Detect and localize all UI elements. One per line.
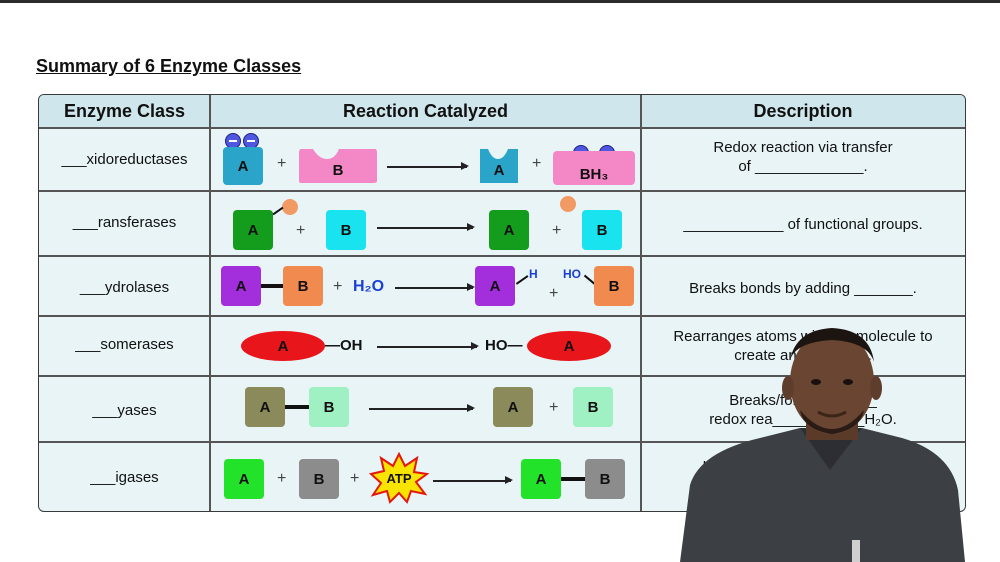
molecule-b-notched [299,149,377,183]
plus-sign: + [350,470,360,487]
molecule-b: B [326,210,366,250]
molecule-a-oval: A [527,331,611,361]
desc-transferases: ____________ of functional groups. [683,216,923,233]
hydroxyl-label: HO [563,267,581,281]
reaction-arrow [395,284,475,290]
molecule-a: A [245,387,285,427]
molecule-a-notched [480,149,518,183]
top-border [0,0,1000,3]
class-lyases: ___yases [92,402,157,419]
class-isomerases: ___somerases [75,336,174,353]
desc-oxidoreductases-1: Redox reaction via transfer [713,139,893,156]
divider [39,190,965,192]
atp-label: ATP [386,470,412,486]
table-header [39,95,965,127]
reaction-arrow [369,405,475,411]
molecule-a: A [489,210,529,250]
bond [561,477,585,481]
molecule-a: A [475,266,515,306]
plus-sign: + [552,222,562,239]
divider [209,95,211,511]
plus-sign: + [296,222,306,239]
plus-sign: + [277,155,287,172]
divider [39,127,965,129]
molecule-b: B [283,266,323,306]
plus-sign: + [333,278,343,295]
molecule-a-oval: A [241,331,325,361]
molecule-b: B [309,387,349,427]
reaction-arrow [377,343,479,349]
plus-sign: + [549,285,559,302]
class-transferases: ___ransferases [72,214,177,231]
header-enzyme-class: Enzyme Class [63,101,186,121]
bond [261,284,283,288]
molecule-a: A [224,459,264,499]
molecule-a: A [493,387,533,427]
class-ligases: ___igases [90,469,159,486]
molecule-b: B [582,210,622,250]
divider [640,95,642,511]
divider [39,375,965,377]
water-label: H₂O [353,278,385,295]
reaction-arrow [387,163,469,169]
molecule-b-label: B [332,161,344,179]
molecule-a-label: A [493,161,505,179]
reaction-arrow [433,477,513,483]
class-oxidoreductases: ___xidoreductases [61,151,188,168]
desc-isomerases-1: Rearranges atoms within a molecule to [673,328,933,345]
molecule-b: B [585,459,625,499]
desc-oxidoreductases-2: of _____________. [738,158,868,175]
molecule-b: B [299,459,339,499]
molecule-a: A [521,459,561,499]
molecule-b: B [594,266,634,306]
plus-sign: + [549,399,559,416]
divider [39,315,965,317]
hydrogen-label: H [529,267,538,281]
bond [285,405,309,409]
molecule-a: A [233,210,273,250]
class-hydrolases: ___ydrolases [79,279,170,296]
plus-sign: + [532,155,542,172]
enzyme-table: Enzyme Class Reaction Catalyzed Descript… [38,94,966,512]
divider [39,441,965,443]
atp-burst-icon [369,452,429,504]
header-description: Description [753,101,853,121]
hydroxyl-label: HO— [485,337,523,354]
molecule-b: B [573,387,613,427]
molecule-bh3: BH₃ [553,151,635,185]
divider [39,255,965,257]
functional-group-icon [282,199,298,215]
reaction-arrow [377,224,475,230]
desc-hydrolases: Breaks bonds by adding _______. [689,280,917,297]
functional-group-icon [560,196,576,212]
hydroxyl-label: —OH [325,337,363,354]
molecule-a: A [223,147,263,185]
plus-sign: + [277,470,287,487]
page-title: Summary of 6 Enzyme Classes [36,56,302,76]
header-reaction: Reaction Catalyzed [342,101,509,121]
molecule-a: A [221,266,261,306]
